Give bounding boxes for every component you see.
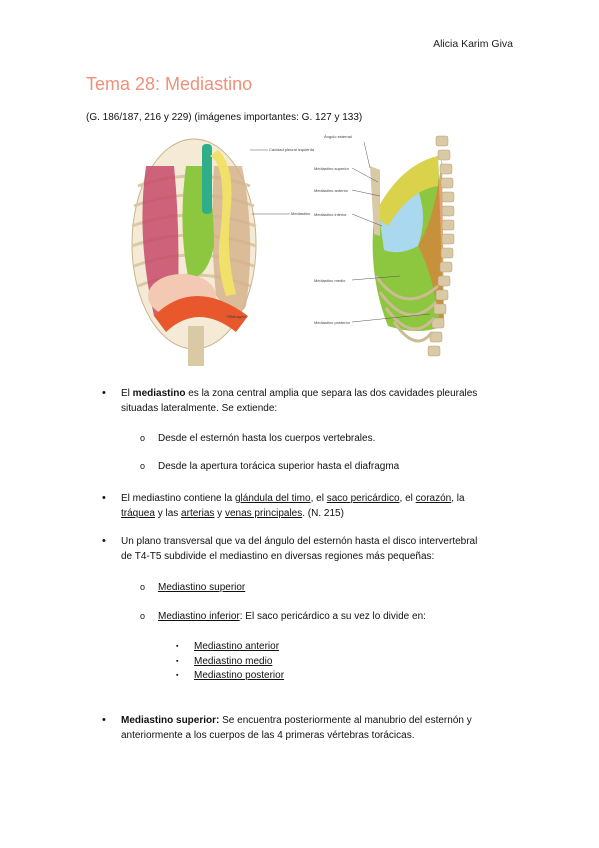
bullet-glyph: •: [102, 714, 106, 726]
circle-glyph: o: [140, 582, 146, 592]
link-venas-principales: venas principales: [224, 508, 303, 519]
sub-item-1b: Desde la apertura torácica superior hast…: [158, 461, 400, 472]
bullet-1-text: El mediastino es la zona central amplia …: [121, 388, 478, 414]
circle-glyph: o: [140, 611, 146, 621]
bullet-glyph: •: [102, 492, 106, 504]
square-glyph: ▪: [176, 658, 179, 665]
square-glyph: ▪: [176, 672, 179, 679]
link-saco-pericardico: saco pericárdico: [326, 493, 400, 504]
author-name: Alicia Karim Giva: [433, 38, 513, 50]
subsub-item-anterior: Mediastino anterior: [194, 641, 280, 652]
label-angulo-esternal: Ángulo esternal: [324, 134, 352, 139]
label-diafragma: Diafragma: [228, 314, 247, 319]
link-corazon: corazón: [415, 493, 452, 504]
bullet-glyph: •: [102, 535, 106, 547]
label-mediastino-inferior: Mediastino inferior: [314, 212, 347, 217]
thorax-front-illustration: Cavidad pleural izquierda Mediastino Dia…: [131, 138, 315, 366]
label-mediastino-superior: Mediastino superior: [314, 166, 350, 171]
link-glandula-timo: glándula del timo: [234, 493, 311, 504]
page-title: Tema 28: Mediastino: [86, 74, 253, 94]
sub-item-mediastino-superior: Mediastino superior: [158, 582, 246, 593]
bullet-glyph: •: [102, 387, 106, 399]
link-arterias: arterias: [181, 508, 215, 519]
label-cavidad-pleural: Cavidad pleural izquierda: [269, 147, 315, 152]
mediastinum-anatomy-figure: Cavidad pleural izquierda Mediastino Dia…: [131, 134, 455, 366]
label-mediastino: Mediastino: [291, 211, 311, 216]
bullet-2-text: El mediastino contiene la glándula del t…: [121, 493, 465, 519]
bullet-3-text: Un plano transversal que va del ángulo d…: [121, 536, 478, 562]
link-traquea: tráquea: [121, 508, 155, 519]
thorax-lateral-illustration: Ángulo esternal Mediastino superior Medi…: [314, 134, 455, 357]
subsub-item-medio: Mediastino medio: [194, 656, 273, 667]
sub-item-mediastino-inferior: Mediastino inferior: El saco pericárdico…: [158, 611, 426, 622]
circle-glyph: o: [140, 461, 146, 471]
subsub-item-posterior: Mediastino posterior: [194, 670, 285, 681]
term-mediastino-superior: Mediastino superior:: [121, 715, 220, 726]
square-glyph: ▪: [176, 643, 179, 650]
references-line: (G. 186/187, 216 y 229) (imágenes import…: [86, 112, 363, 123]
bullet-4-text: Mediastino superior: Se encuentra poster…: [121, 715, 472, 741]
term-mediastino: mediastino: [132, 388, 186, 399]
circle-glyph: o: [140, 433, 146, 443]
label-mediastino-anterior: Mediastino anterior: [314, 188, 349, 193]
label-mediastino-posterior: Mediastino posterior: [314, 320, 351, 325]
sub-item-1a: Desde el esternón hasta los cuerpos vert…: [158, 433, 376, 444]
label-mediastino-medio: Mediastino medio: [314, 278, 346, 283]
